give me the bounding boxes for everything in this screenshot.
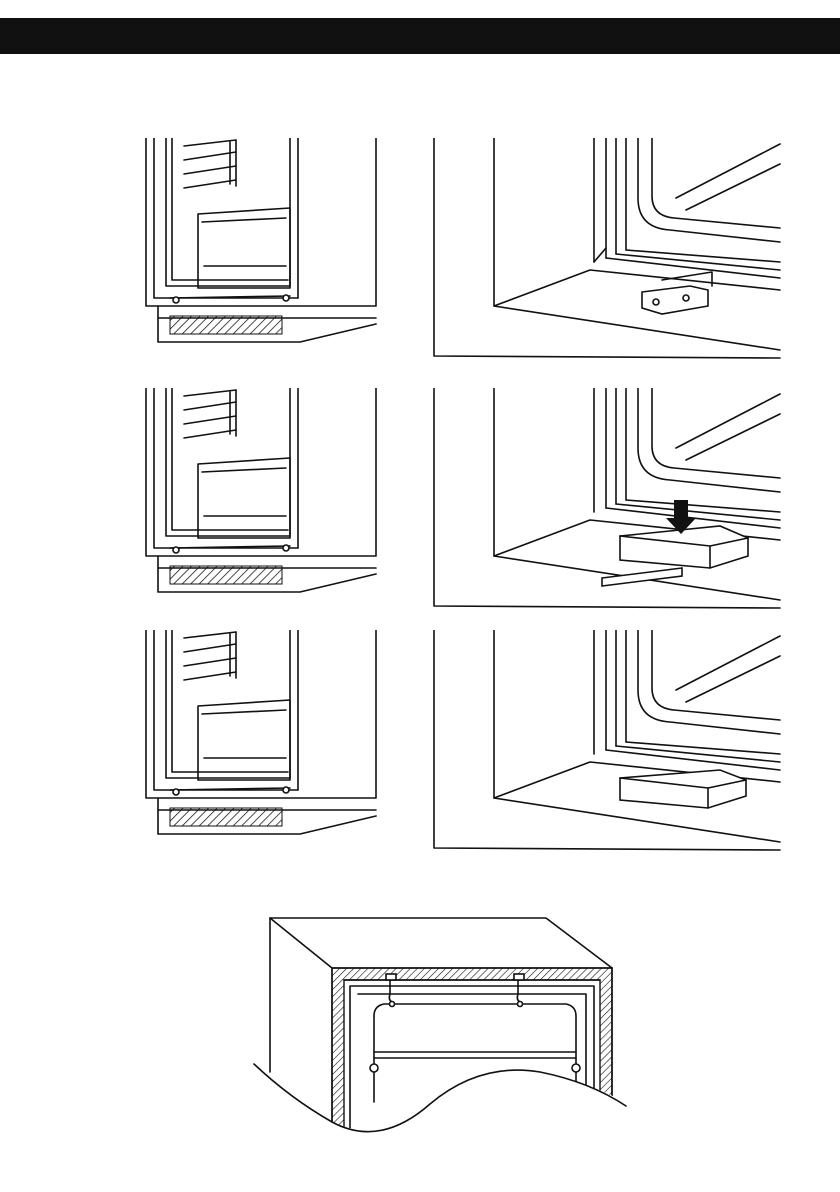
fridge-cabinet: [146, 138, 376, 342]
fridge-illustration-1: [140, 138, 380, 350]
cover-detail-2: [430, 388, 786, 624]
header-bar: [0, 18, 840, 54]
fridge-illustration-2: [140, 388, 380, 600]
cover-detail-3: [430, 630, 786, 856]
cabinet-top-section: [240, 912, 640, 1142]
fridge-illustration-3: [140, 630, 380, 842]
hinge-detail-1: [430, 138, 786, 374]
